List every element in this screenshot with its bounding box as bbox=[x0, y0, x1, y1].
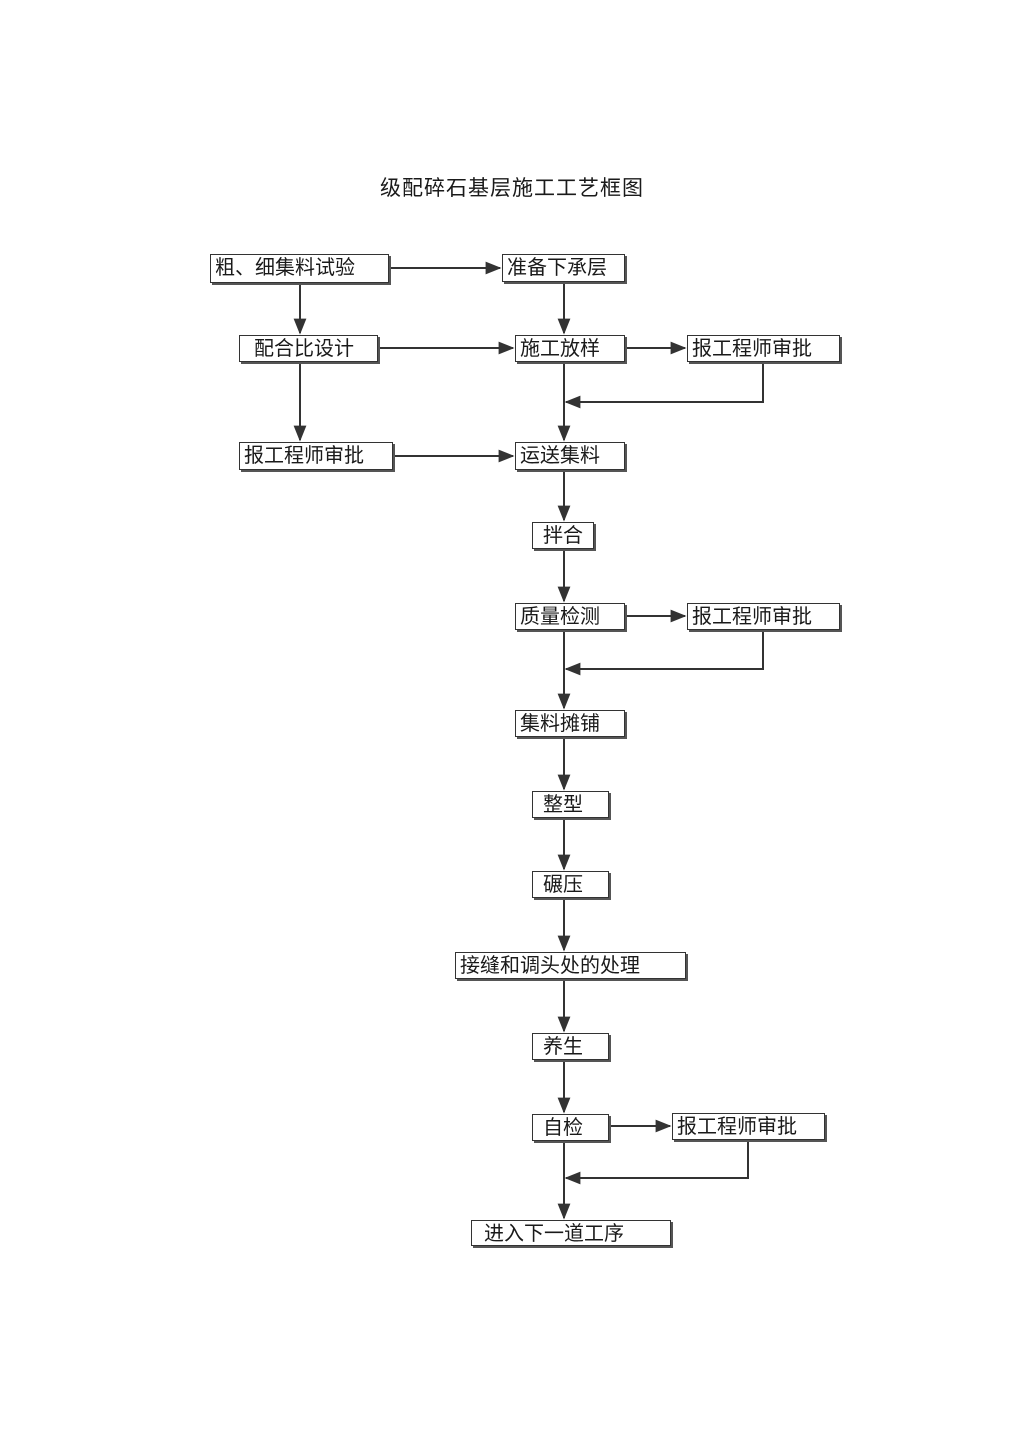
arrow-approval-return-quality bbox=[564, 630, 764, 676]
diagram-title: 级配碎石基层施工工艺框图 bbox=[380, 176, 644, 200]
node-rolling: 碾压 bbox=[532, 871, 609, 898]
arrow-approval-return-final bbox=[564, 1140, 749, 1185]
node-aggregate-test: 粗、细集料试验 bbox=[210, 254, 389, 283]
node-layout: 施工放样 bbox=[515, 335, 625, 362]
node-quality-test: 质量检测 bbox=[515, 603, 625, 630]
node-joint-treatment: 接缝和调头处的处理 bbox=[455, 952, 686, 979]
node-curing: 养生 bbox=[532, 1033, 609, 1060]
node-shaping: 整型 bbox=[532, 791, 609, 818]
node-next-process: 进入下一道工序 bbox=[471, 1220, 671, 1246]
node-approval-mix: 报工程师审批 bbox=[239, 442, 393, 470]
node-mixing: 拌合 bbox=[532, 522, 594, 549]
arrow-approval-return-layout bbox=[564, 362, 764, 409]
node-mix-design: 配合比设计 bbox=[239, 335, 378, 362]
node-approval-final: 报工程师审批 bbox=[672, 1113, 825, 1140]
node-spreading: 集料摊铺 bbox=[515, 710, 625, 737]
node-transport: 运送集料 bbox=[515, 442, 625, 470]
node-prepare-bed: 准备下承层 bbox=[502, 254, 625, 282]
node-approval-quality: 报工程师审批 bbox=[687, 603, 840, 630]
node-approval-layout: 报工程师审批 bbox=[687, 335, 840, 362]
node-self-check: 自检 bbox=[532, 1114, 609, 1141]
